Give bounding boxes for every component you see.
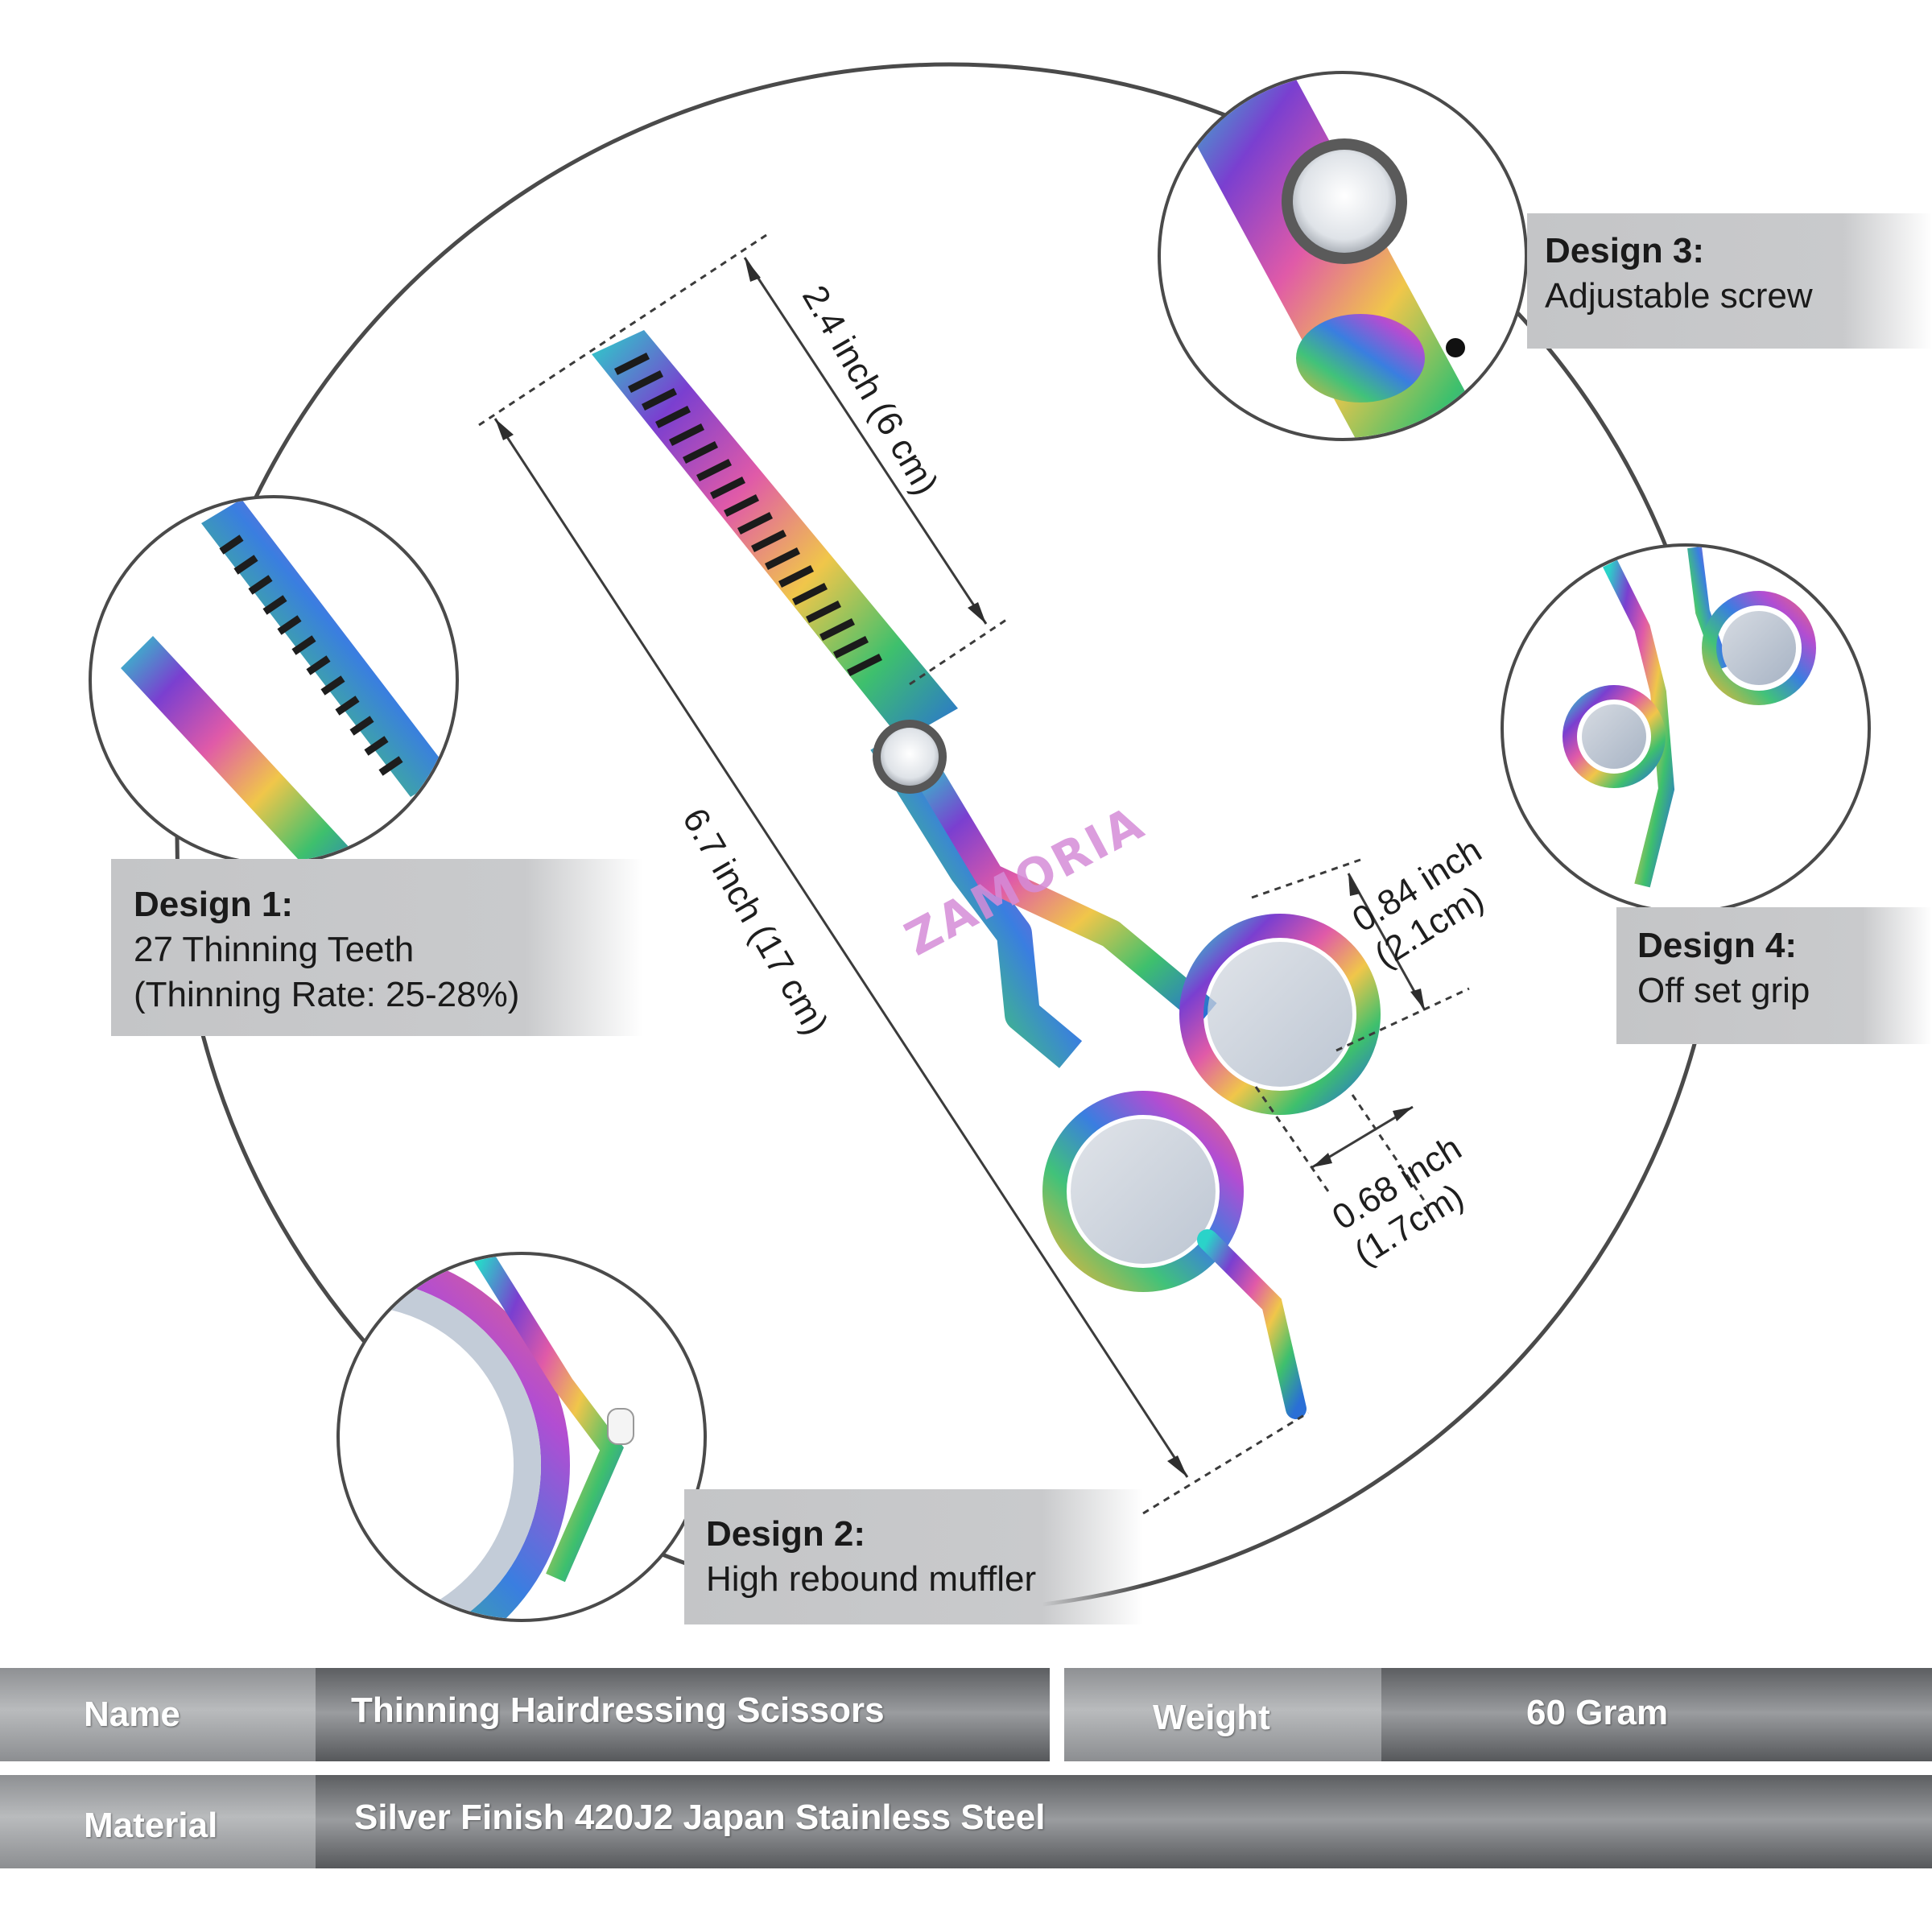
callout-title: Design 3: xyxy=(1545,231,1705,270)
detail-circle-screw xyxy=(1158,71,1528,441)
spec-material-value: Silver Finish 420J2 Japan Stainless Stee… xyxy=(316,1775,1932,1868)
callout-design-3: Design 3: Adjustable screw xyxy=(1527,213,1932,349)
dimension-arrowheads xyxy=(495,258,1425,1477)
callout-line: Adjustable screw xyxy=(1545,276,1813,316)
callout-line: Off set grip xyxy=(1637,971,1810,1010)
spec-material-label: Material xyxy=(0,1775,316,1868)
callout-line: (Thinning Rate: 25-28%) xyxy=(134,975,520,1014)
callout-design-4: Design 4: Off set grip xyxy=(1616,907,1932,1044)
dimension-lines xyxy=(478,232,1470,1515)
callout-line: High rebound muffler xyxy=(706,1559,1037,1599)
callout-line: 27 Thinning Teeth xyxy=(134,930,415,969)
callout-title: Design 4: xyxy=(1637,926,1798,965)
callout-design-2: Design 2: High rebound muffler xyxy=(684,1489,1143,1624)
detail-circle-teeth xyxy=(89,495,459,865)
callout-title: Design 2: xyxy=(706,1514,866,1554)
detail-circle-muffler xyxy=(336,1252,707,1622)
spec-name-label: Name xyxy=(0,1668,316,1761)
detail-circle-grip xyxy=(1501,543,1871,914)
spec-weight-value: 60 Gram xyxy=(1381,1668,1932,1761)
spec-name-value: Thinning Hairdressing Scissors xyxy=(316,1668,1050,1761)
scissors-main xyxy=(592,330,1381,1419)
callout-design-1: Design 1: 27 Thinning Teeth (Thinning Ra… xyxy=(111,859,642,1036)
spec-weight-label: Weight xyxy=(1064,1668,1381,1761)
callout-title: Design 1: xyxy=(134,885,294,924)
